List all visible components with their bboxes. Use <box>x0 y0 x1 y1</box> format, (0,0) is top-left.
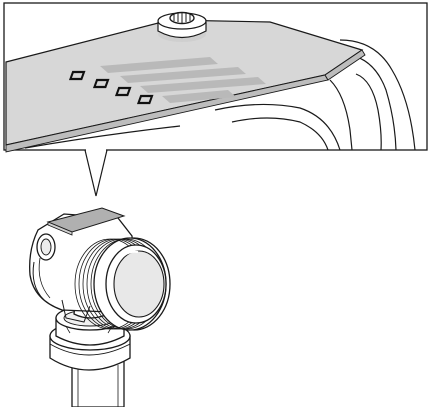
configuration-knob <box>157 11 207 42</box>
indicator-square-3 <box>114 86 132 97</box>
sensor-module <box>49 305 131 371</box>
callout-pointer <box>84 149 108 197</box>
process-pipe <box>71 360 125 407</box>
indicator-square-1 <box>68 70 86 81</box>
transmitter <box>29 207 171 407</box>
label-bar-4 <box>162 90 236 103</box>
detail-callout <box>3 2 428 197</box>
housing-detail <box>24 39 416 151</box>
label-bar-1 <box>100 57 218 73</box>
display-cover <box>74 237 171 331</box>
conduit-entry <box>61 299 91 323</box>
indicator-square-2 <box>92 78 110 89</box>
label-bar-2 <box>120 67 246 83</box>
label-bar-3 <box>140 77 266 93</box>
indicator-square-4 <box>136 94 154 105</box>
indicator-panel <box>68 57 266 105</box>
